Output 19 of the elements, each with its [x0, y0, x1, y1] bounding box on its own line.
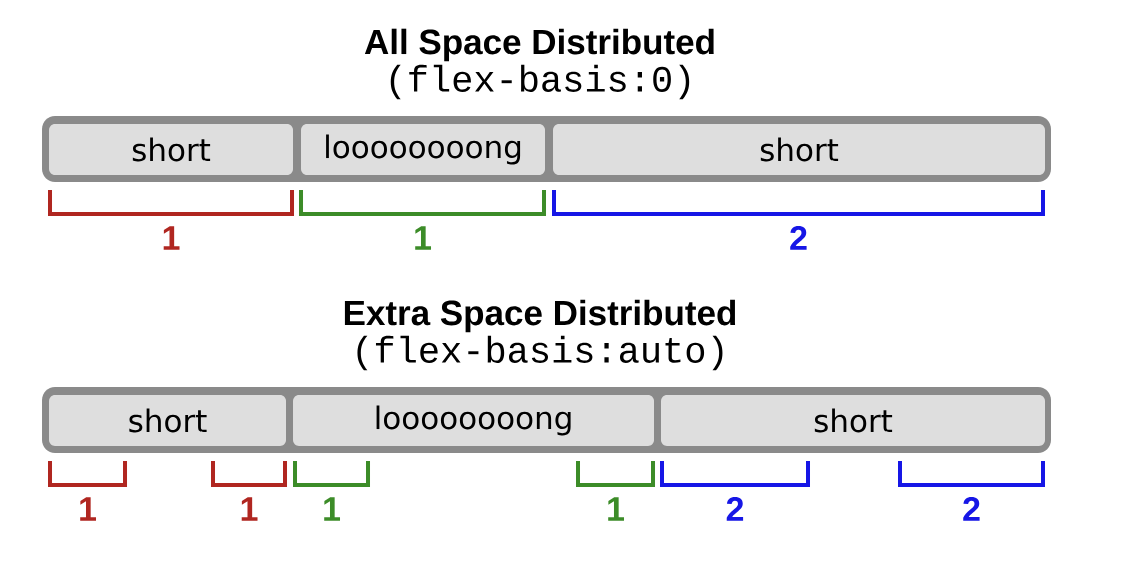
flex-item: short [553, 124, 1045, 175]
heading: Extra Space Distributed [344, 299, 736, 333]
flex-item: short [49, 395, 286, 446]
flex-item: loooooooong [293, 395, 654, 446]
bracket-number: 1 [324, 497, 340, 521]
bracket-number: 2 [790, 226, 807, 250]
bracket-number: 1 [80, 497, 96, 521]
flex-item: short [661, 395, 1045, 446]
bracket-number: 1 [608, 497, 624, 521]
bracket-number: 2 [726, 497, 744, 521]
code-label: (flex-basis:auto) [357, 335, 723, 371]
heading: All Space Distributed [364, 28, 714, 62]
bracket-number: 1 [163, 226, 180, 250]
code-label: (flex-basis:0) [390, 64, 690, 100]
flex-item: loooooooong [301, 124, 545, 175]
flex-item: short [49, 124, 293, 175]
bracket-number: 2 [963, 497, 980, 521]
bracket-number: 1 [415, 226, 431, 250]
bracket-number: 1 [241, 497, 258, 521]
